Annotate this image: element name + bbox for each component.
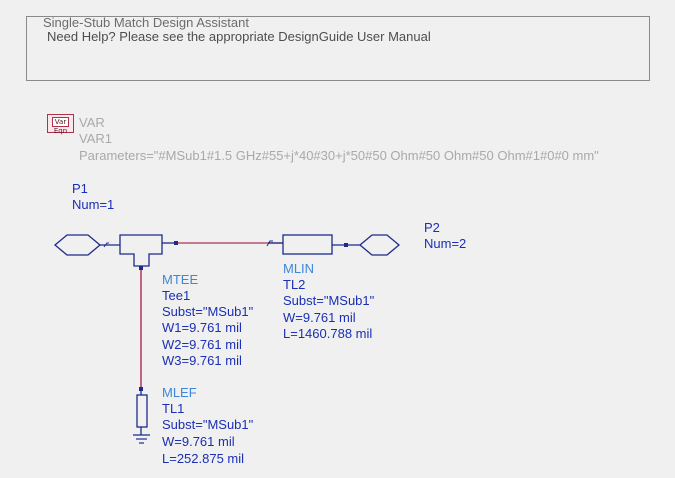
mlef-w-label: W=9.761 mil	[162, 434, 235, 449]
note-help-text: Need Help? Please see the appropriate De…	[47, 29, 431, 44]
var-label: Var	[52, 117, 69, 127]
p1-name-label: P1	[72, 181, 88, 196]
mtee-w1-label: W1=9.761 mil	[162, 320, 242, 335]
mlin-symbol[interactable]	[282, 234, 333, 255]
mlin-l-label: L=1460.788 mil	[283, 326, 373, 341]
mlef-symbol[interactable]	[136, 394, 148, 428]
mlef-l-label: L=252.875 mil	[162, 451, 245, 466]
mlin-subst-label: Subst="MSub1"	[283, 293, 375, 308]
mlin-pin-marker	[266, 240, 273, 247]
mlef-name-label: TL1	[162, 401, 185, 416]
mlin-component[interactable]	[266, 234, 360, 255]
mtee-w3-label: W3=9.761 mil	[162, 353, 242, 368]
mtee-name-label: Tee1	[162, 288, 191, 303]
port-p1-pin-marker	[103, 242, 109, 248]
mlef-type-label: MLEF	[162, 385, 197, 400]
mlin-name-label: TL2	[283, 277, 306, 292]
eqn-label: Eqn	[53, 127, 68, 135]
mlef-subst-label: Subst="MSub1"	[162, 417, 254, 432]
note-title: Single-Stub Match Design Assistant	[43, 15, 249, 30]
design-assistant-note-box[interactable]	[26, 16, 650, 81]
mtee-w2-label: W2=9.761 mil	[162, 337, 242, 352]
p2-num-label: Num=2	[424, 236, 467, 251]
mtee-symbol[interactable]	[119, 234, 163, 267]
var-eqn-icon[interactable]: Var Eqn	[47, 114, 74, 135]
port-p2[interactable]	[358, 234, 401, 256]
mlin-output-pin	[344, 243, 348, 247]
p2-name-label: P2	[424, 220, 440, 235]
mtee-port3-pin	[139, 266, 143, 270]
mlef-top-pin	[139, 387, 143, 391]
var-parameters-label: Parameters="#MSub1#1.5 GHz#55+j*40#30+j*…	[79, 148, 599, 163]
mtee-component[interactable]	[119, 234, 178, 270]
mtee-type-label: MTEE	[162, 272, 199, 287]
mlin-w-label: W=9.761 mil	[283, 310, 356, 325]
var-type-label: VAR	[79, 115, 105, 130]
mlef-component[interactable]	[133, 387, 150, 444]
mtee-subst-label: Subst="MSub1"	[162, 304, 254, 319]
var-name-label: VAR1	[79, 131, 112, 146]
p1-num-label: Num=1	[72, 197, 115, 212]
port-p1-symbol[interactable]	[53, 234, 102, 256]
port-p1[interactable]	[53, 234, 120, 256]
port-p2-symbol[interactable]	[358, 234, 401, 256]
mtee-port2-pin	[174, 241, 178, 245]
mlin-type-label: MLIN	[283, 261, 315, 276]
